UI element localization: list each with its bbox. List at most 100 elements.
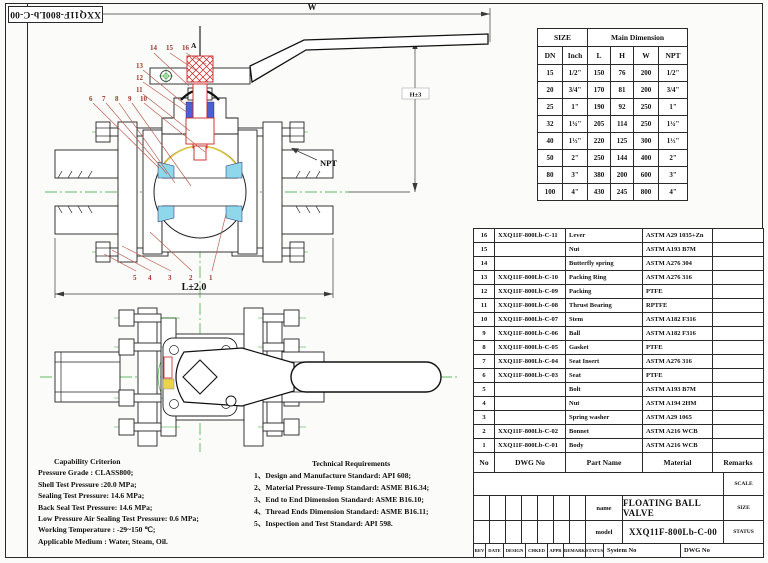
size-cell: 100 [537, 183, 563, 201]
parts-cell: Ball [565, 326, 643, 341]
titleblock-date: DATE [486, 544, 504, 558]
capability-line: Low Pressure Air Sealing Test Pressure: … [38, 514, 199, 524]
parts-header-cell: Remarks [712, 452, 764, 473]
parts-cell [494, 382, 566, 397]
size-cell: 80 [537, 166, 563, 184]
size-cell: 1" [658, 98, 689, 116]
size-cell: 1½" [561, 132, 589, 150]
titleblock-cell [554, 521, 570, 544]
size-cell: 250 [633, 115, 660, 133]
technical-title: Technical Requirements [312, 459, 391, 468]
titleblock-status2: STATUS [586, 544, 604, 558]
parts-cell: XXQ11F-800Lb-C-02 [494, 424, 566, 439]
capability-line: Shell Test Pressure :20.0 MPa; [38, 479, 137, 489]
capability-line: Back Seal Test Pressure: 14.6 MPa; [38, 502, 153, 512]
capability-criterion: Capability Criterion Pressure Grade : CL… [38, 456, 252, 547]
technical-line: 4、Thread Ends Dimension Standard: ASME B… [254, 506, 429, 516]
size-cell: 600 [633, 166, 660, 184]
size-group-header: SIZE Main Dimension [536, 28, 689, 47]
titleblock-cell [522, 521, 538, 544]
size-cell: 190 [587, 98, 612, 116]
parts-cell: ASTM A216 WCB [642, 438, 713, 453]
size-cell: 40 [537, 132, 563, 150]
parts-cell: ASTM A276 316 [642, 270, 713, 285]
col-w: W [633, 46, 660, 65]
parts-cell: XXQ11F-800Lb-C-09 [494, 284, 566, 299]
parts-cell: Bolt [565, 382, 643, 397]
size-cell: 92 [610, 98, 635, 116]
parts-cell: Body [565, 438, 643, 453]
titleblock-system-no: System No [604, 544, 681, 558]
titleblock-name-label: name [586, 496, 623, 521]
parts-cell: PTFE [642, 368, 713, 383]
parts-cell: 16 [473, 228, 495, 243]
parts-cell [494, 396, 566, 411]
size-group-size: SIZE [536, 28, 589, 47]
parts-cell: ASTM A193 B7M [642, 242, 713, 257]
parts-header-cell: Part Name [565, 452, 643, 473]
size-cell: 200 [610, 166, 635, 184]
size-cell: 125 [610, 132, 635, 150]
parts-cell: 2 [473, 424, 495, 439]
parts-cell: Seat [565, 368, 643, 383]
size-cell: 1½" [658, 132, 689, 150]
titleblock-cell [538, 496, 554, 521]
capability-line: Sealing Test Pressure: 14.6 MPa; [38, 491, 145, 501]
parts-cell: XXQ11F-800Lb-C-01 [494, 438, 566, 453]
titleblock-size-label: SIZE [724, 496, 764, 521]
parts-cell: 15 [473, 242, 495, 257]
titleblock-cell [522, 496, 538, 521]
parts-cell [712, 340, 764, 355]
parts-cell: Gasket [565, 340, 643, 355]
size-cell: 430 [587, 183, 612, 201]
technical-line: 3、End to End Dimension Standard: ASME B1… [254, 494, 424, 504]
capability-line: Working Temperature : -29~150 ℃; [38, 525, 156, 535]
parts-cell: RPTFE [642, 298, 713, 313]
parts-cell [712, 256, 764, 271]
titleblock-design: DESIGN [504, 544, 526, 558]
parts-cell: 13 [473, 270, 495, 285]
col-npt: NPT [658, 46, 689, 65]
parts-cell: Stem [565, 312, 643, 327]
titleblock-rev: REV [474, 544, 486, 558]
size-cell: 4" [561, 183, 589, 201]
parts-cell: 10 [473, 312, 495, 327]
titleblock-cell [490, 521, 506, 544]
parts-cell: 1 [473, 438, 495, 453]
capability-line: Applicable Medium : Water, Steam, Oil. [38, 536, 168, 546]
titleblock-cell [570, 496, 586, 521]
size-column-header: DN Inch L H W NPT [537, 46, 689, 65]
size-cell: 144 [610, 149, 635, 167]
parts-cell [712, 284, 764, 299]
size-dimension-table: SIZE Main Dimension DN Inch L H W NPT 15… [536, 28, 689, 201]
size-cell: 800 [633, 183, 660, 201]
titleblock-name-value: FLOATING BALL VALVE [623, 496, 724, 521]
titleblock-chked: CHKED [526, 544, 548, 558]
sheet-margin-line [27, 3, 28, 557]
parts-cell: Bonnet [565, 424, 643, 439]
size-cell: 150 [587, 64, 612, 82]
size-cell: 400 [633, 149, 660, 167]
parts-cell [712, 312, 764, 327]
parts-cell: XXQ11F-800Lb-C-11 [494, 228, 566, 243]
parts-cell: 6 [473, 368, 495, 383]
titleblock-cell [474, 496, 490, 521]
